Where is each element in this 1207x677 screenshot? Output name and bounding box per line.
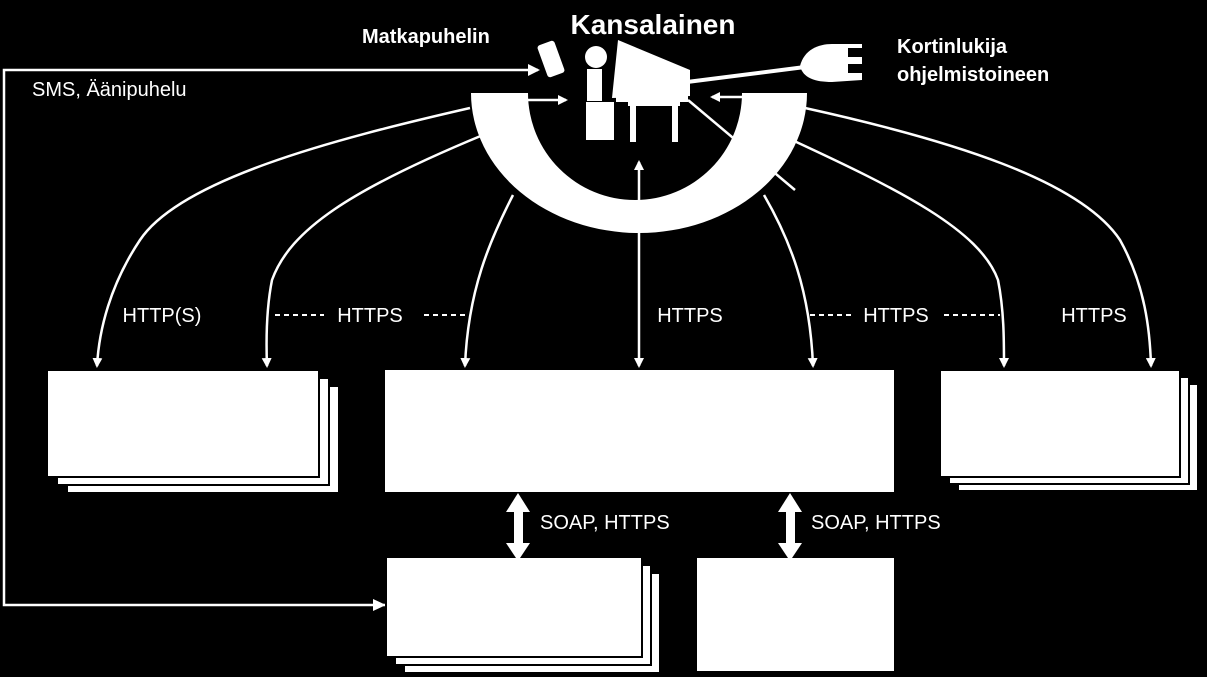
link-right-outer: [804, 106, 1156, 368]
mobile-phone-icon: [537, 40, 565, 78]
protocol-label-left-outer: HTTP(S): [123, 305, 202, 327]
soap-label-right: SOAP, HTTPS: [811, 512, 941, 534]
protocol-label-center: HTTPS: [657, 305, 723, 327]
sms-arrowhead-bottom: [373, 599, 386, 611]
sms-voice-label: SMS, Äänipuhelu: [32, 79, 187, 101]
service-box-center: [383, 368, 896, 494]
protocol-label-right-outer: HTTPS: [1061, 305, 1127, 327]
card-reader-label-line1: Kortinlukija: [897, 36, 1008, 58]
link-center-right: [762, 194, 818, 368]
diagram-title: Kansalainen: [571, 9, 736, 40]
sms-arrowhead-top: [528, 64, 540, 76]
link-center-left: [460, 194, 515, 368]
link-laptop-to-arc: [687, 99, 796, 191]
card-reader-label-line2: ohjelmistoineen: [897, 64, 1049, 86]
citizen-icon: [585, 40, 690, 142]
card-reader-icon: [686, 44, 863, 84]
link-right-middle: [791, 138, 1009, 368]
soap-double-arrow-right: [778, 493, 802, 561]
soap-label-left: SOAP, HTTPS: [540, 512, 670, 534]
protocol-label-right-middle: HTTPS: [863, 305, 929, 327]
mobile-phone-label: Matkapuhelin: [362, 26, 490, 48]
service-box-stack-left: [46, 369, 340, 494]
link-left-outer: [92, 106, 471, 368]
service-box-stack-right: [939, 369, 1199, 492]
sms-voice-route: [2, 68, 538, 607]
access-arc: [471, 93, 807, 233]
backend-box-right: [695, 556, 896, 673]
link-left-middle: [261, 133, 484, 368]
soap-double-arrow-left: [506, 493, 530, 561]
backend-box-stack-left: [385, 556, 661, 674]
protocol-label-left-middle: HTTPS: [337, 305, 403, 327]
